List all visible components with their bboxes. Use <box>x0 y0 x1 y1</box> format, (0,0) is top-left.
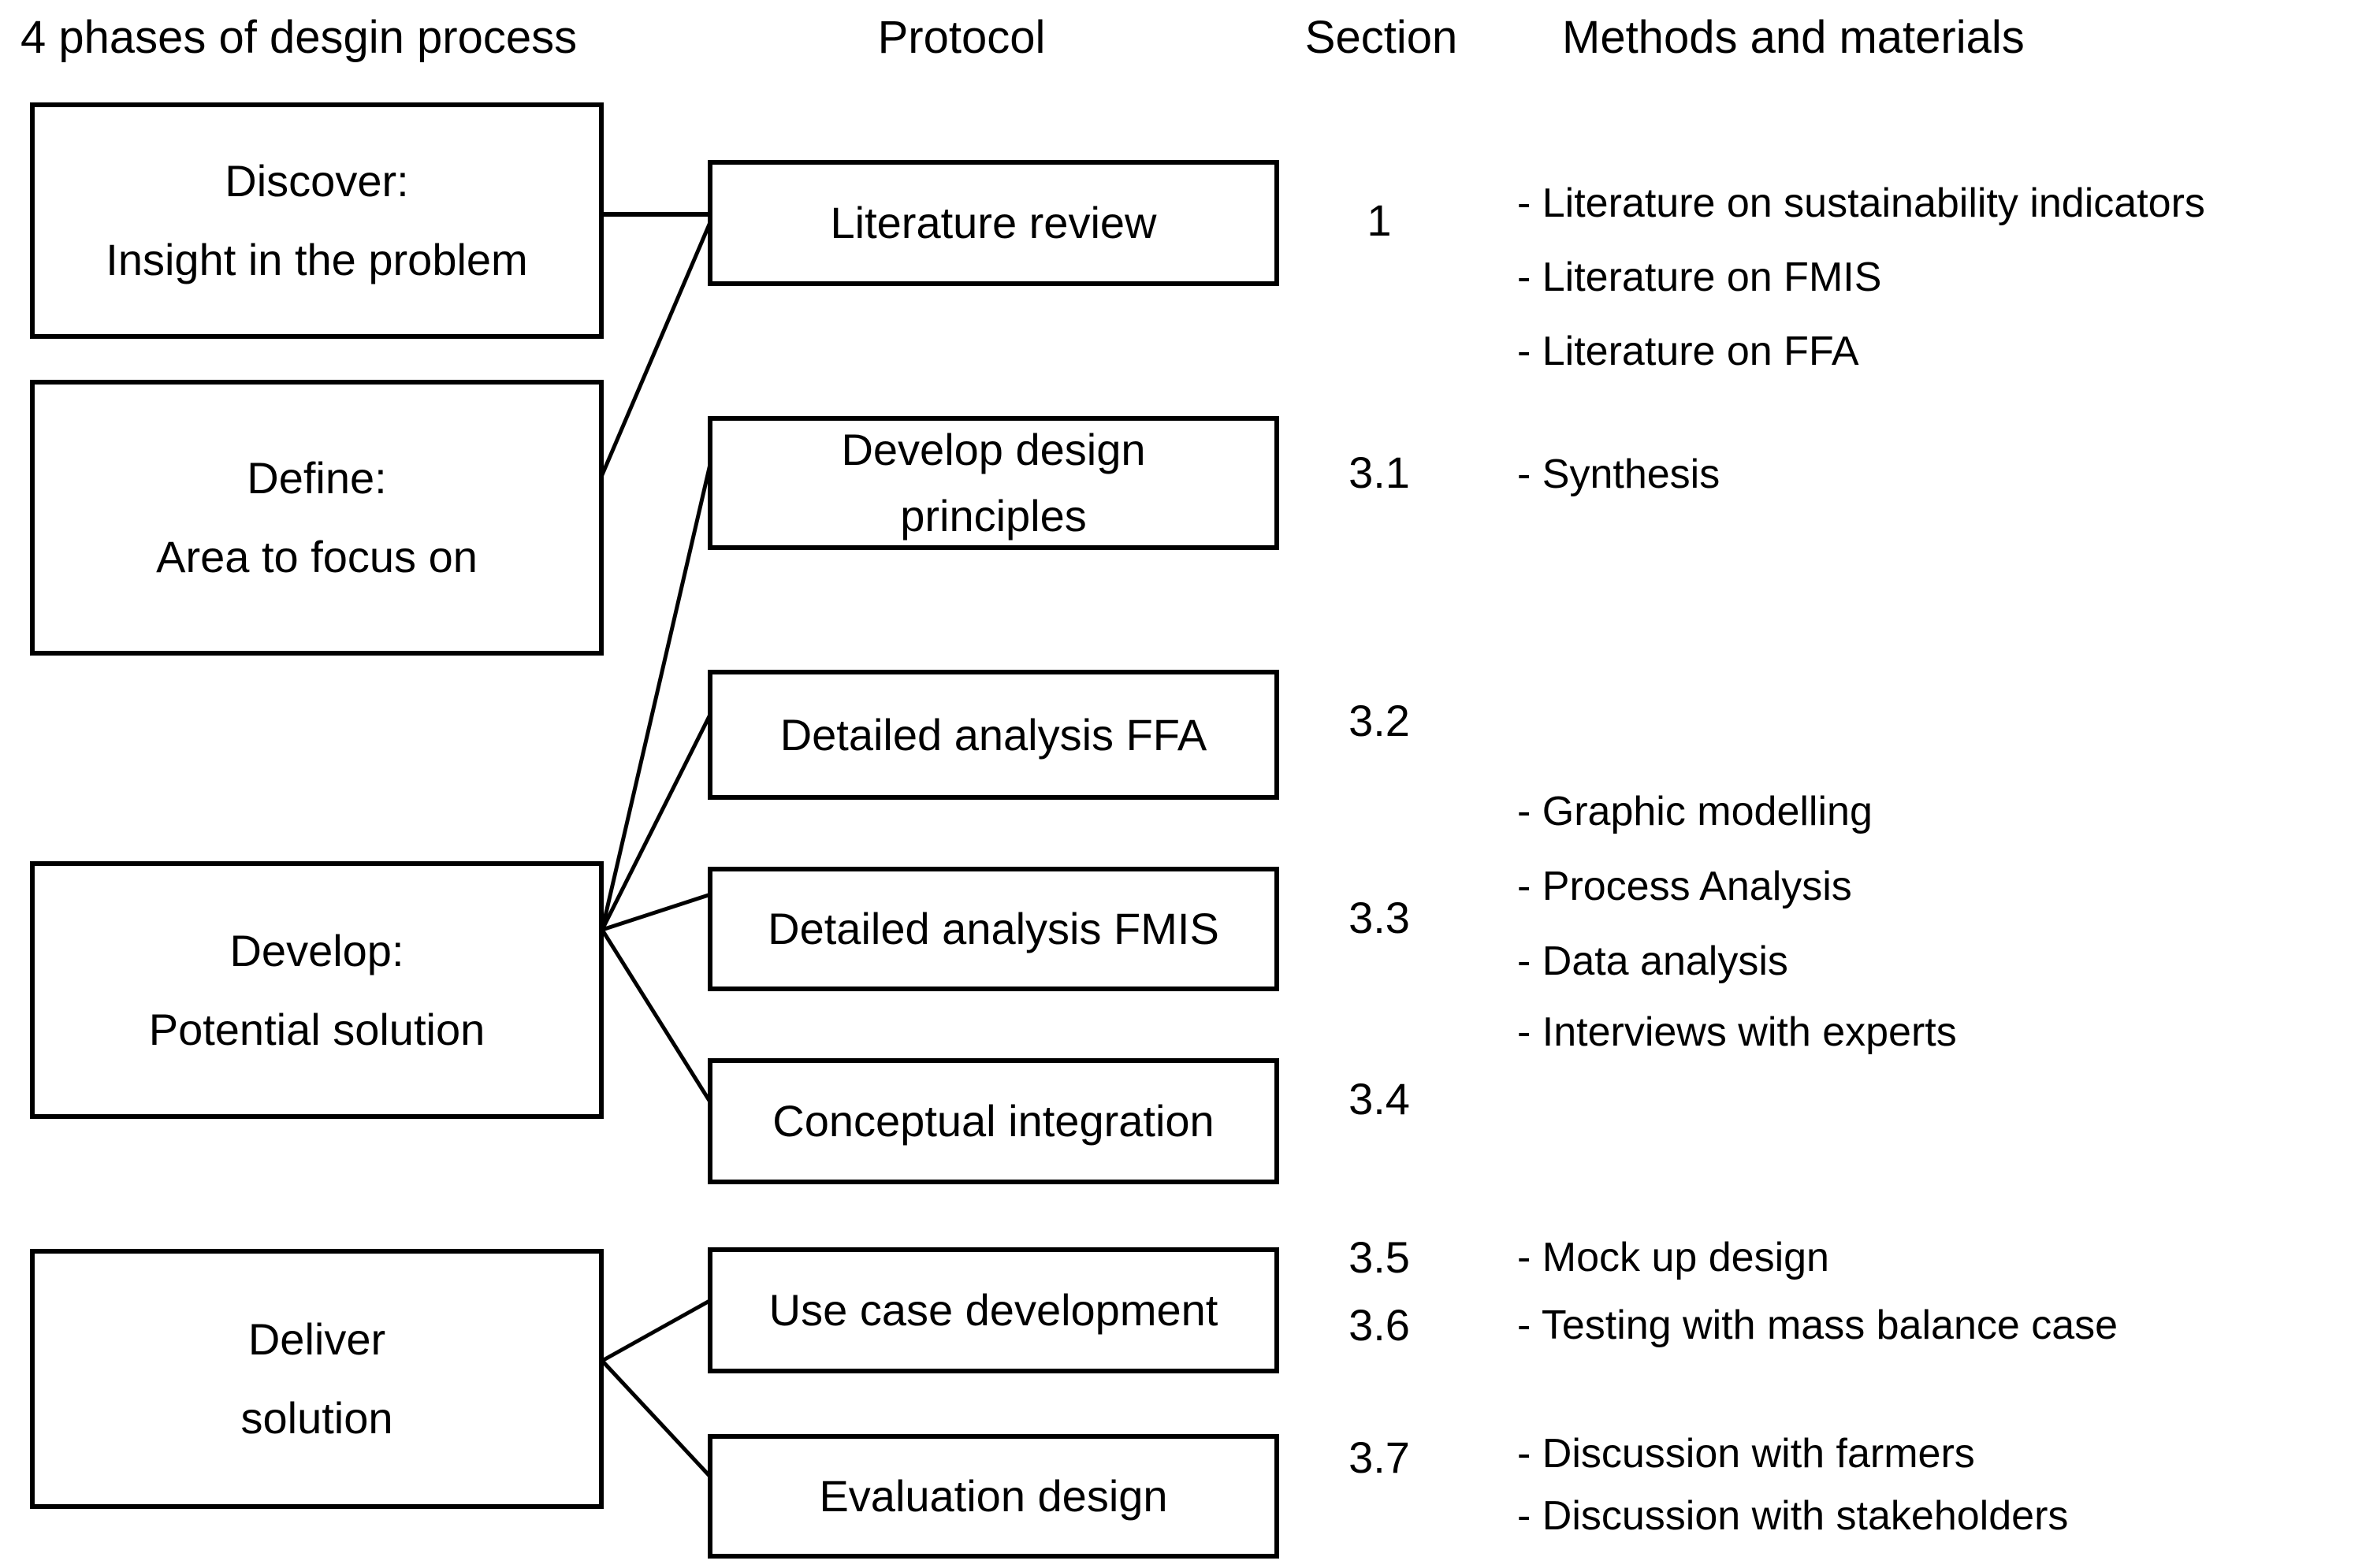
protocol-label: Use case development <box>768 1285 1218 1335</box>
method-item: - Interviews with experts <box>1517 1009 1957 1055</box>
method-item: - Literature on sustainability indicator… <box>1517 180 2205 226</box>
phase-box-discover: Discover: Insight in the problem <box>30 102 604 339</box>
method-item: - Data analysis <box>1517 938 1788 984</box>
column-header-protocol: Protocol <box>877 12 1046 63</box>
method-item: - Graphic modelling <box>1517 789 1873 834</box>
protocol-label: Evaluation design <box>819 1471 1168 1521</box>
section-number-3-1: 3.1 <box>1348 448 1410 497</box>
connector-define-literature-review <box>597 220 713 483</box>
connector-develop-conceptual-integration <box>600 928 713 1105</box>
phase-subtitle: Potential solution <box>148 1004 485 1054</box>
connector-develop-detailed-analysis-ffa <box>600 712 713 931</box>
section-number-3-6: 3.6 <box>1348 1300 1410 1350</box>
section-number-3-7: 3.7 <box>1348 1432 1410 1482</box>
protocol-box-evaluation-design: Evaluation design <box>708 1434 1279 1559</box>
protocol-box-develop-design-principles: Develop design principles <box>708 416 1279 550</box>
phase-box-define: Define: Area to focus on <box>30 380 604 656</box>
protocol-box-use-case-development: Use case development <box>708 1247 1279 1373</box>
section-number-3-2: 3.2 <box>1348 696 1410 745</box>
connector-develop-design-principles <box>600 460 713 931</box>
method-item: - Discussion with stakeholders <box>1517 1493 2069 1539</box>
method-item: - Process Analysis <box>1517 864 1852 909</box>
section-number-3-4: 3.4 <box>1348 1074 1410 1124</box>
method-item: - Testing with mass balance case <box>1517 1302 2118 1348</box>
phase-subtitle: solution <box>240 1393 393 1443</box>
method-item: - Discussion with farmers <box>1517 1431 1975 1477</box>
protocol-box-detailed-analysis-fmis: Detailed analysis FMIS <box>708 867 1279 991</box>
section-number-1: 1 <box>1367 195 1392 245</box>
protocol-label: Detailed analysis FFA <box>779 709 1207 760</box>
section-number-3-3: 3.3 <box>1348 893 1410 942</box>
phase-box-develop: Develop: Potential solution <box>30 861 604 1119</box>
protocol-label: Detailed analysis FMIS <box>768 904 1219 953</box>
protocol-label: Conceptual integration <box>772 1096 1215 1146</box>
column-header-methods: Methods and materials <box>1562 12 2025 63</box>
method-item: - Synthesis <box>1517 451 1720 497</box>
protocol-box-detailed-analysis-ffa: Detailed analysis FFA <box>708 670 1279 800</box>
method-item: - Literature on FFA <box>1517 329 1859 374</box>
phase-box-deliver: Deliver solution <box>30 1249 604 1509</box>
connector-deliver-evaluation-design <box>601 1359 712 1479</box>
phase-title: Discover: <box>225 156 409 206</box>
connector-develop-detailed-analysis-fmis <box>601 892 712 932</box>
section-number-3-5: 3.5 <box>1348 1232 1410 1282</box>
protocol-label: Literature review <box>830 198 1157 247</box>
phase-title: Develop: <box>229 925 404 975</box>
protocol-label: Develop design principles <box>841 425 1146 541</box>
phase-subtitle: Insight in the problem <box>106 235 528 284</box>
phase-title: Deliver <box>247 1314 386 1364</box>
method-item: - Literature on FMIS <box>1517 255 1882 300</box>
method-item: - Mock up design <box>1517 1235 1829 1280</box>
phase-title: Define: <box>247 453 387 503</box>
protocol-box-conceptual-integration: Conceptual integration <box>708 1058 1279 1184</box>
column-header-phases: 4 phases of desgin process <box>20 12 578 63</box>
phase-subtitle: Area to focus on <box>156 532 478 581</box>
column-header-section: Section <box>1304 12 1458 63</box>
protocol-box-literature-review: Literature review <box>708 160 1279 286</box>
connector-deliver-use-case-development <box>601 1298 712 1363</box>
